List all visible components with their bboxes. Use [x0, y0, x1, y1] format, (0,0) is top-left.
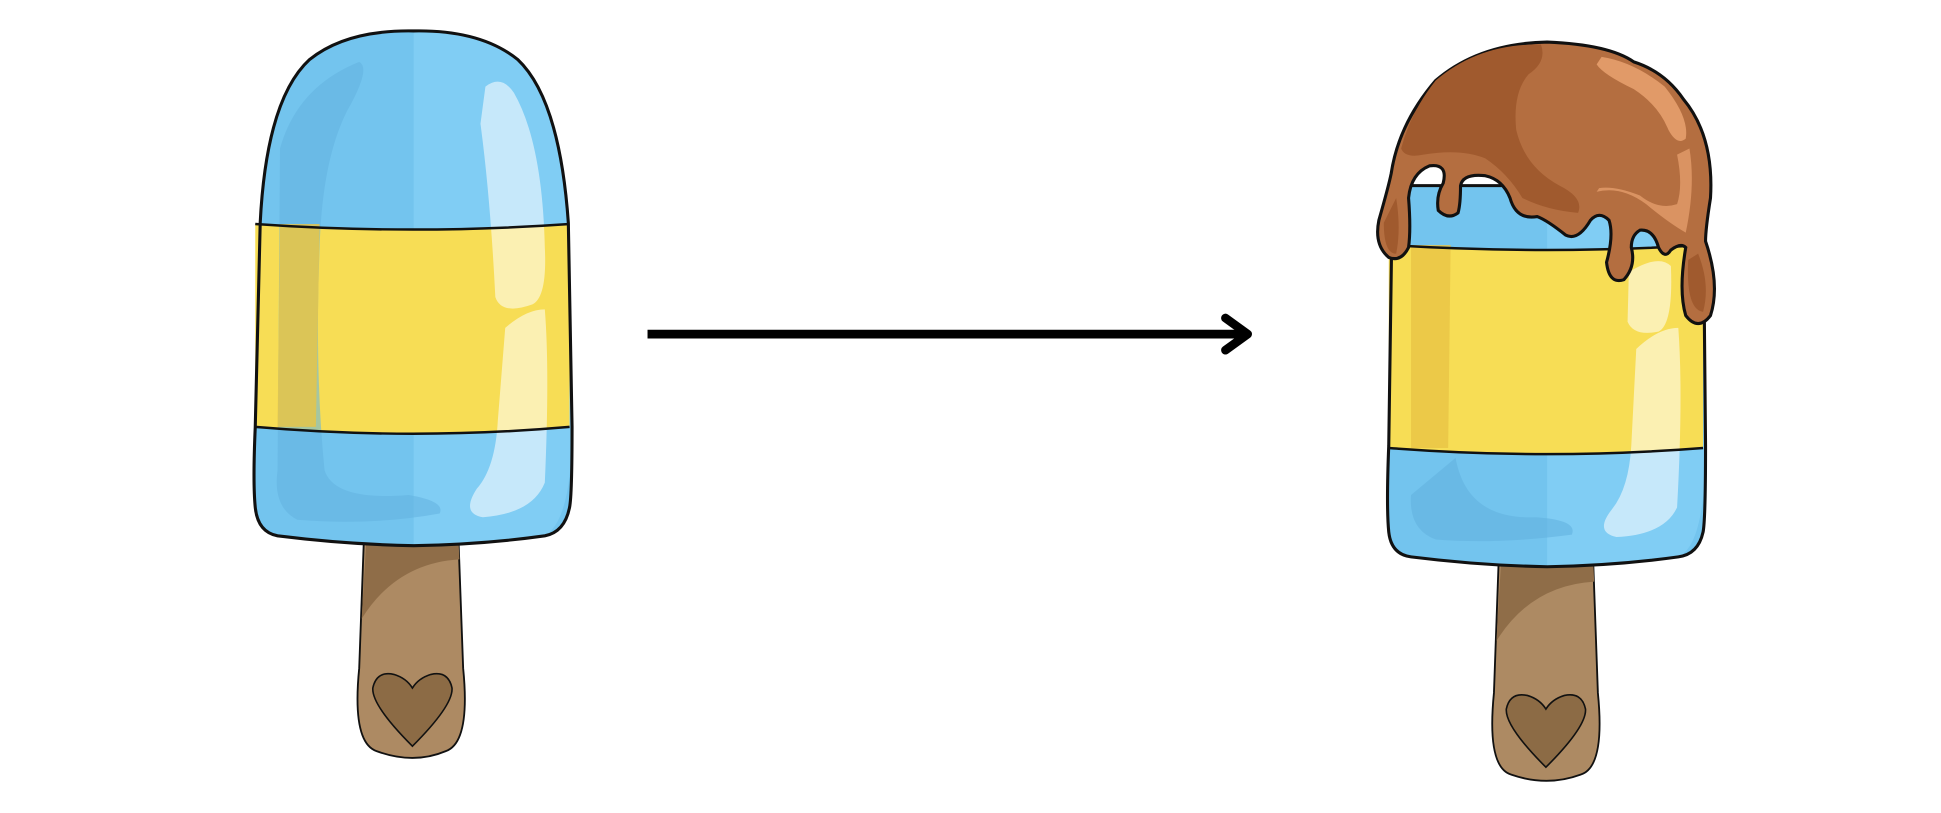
heart-icon [1505, 694, 1587, 769]
heart-icon [372, 673, 453, 748]
plain-popsicle [252, 29, 574, 759]
highlight [480, 81, 546, 309]
chocolate-coating [1376, 40, 1716, 326]
arrow-right-icon [647, 313, 1253, 355]
chocolate-dipped-popsicle [1376, 40, 1716, 782]
stick [356, 531, 466, 759]
stick [1491, 553, 1601, 782]
